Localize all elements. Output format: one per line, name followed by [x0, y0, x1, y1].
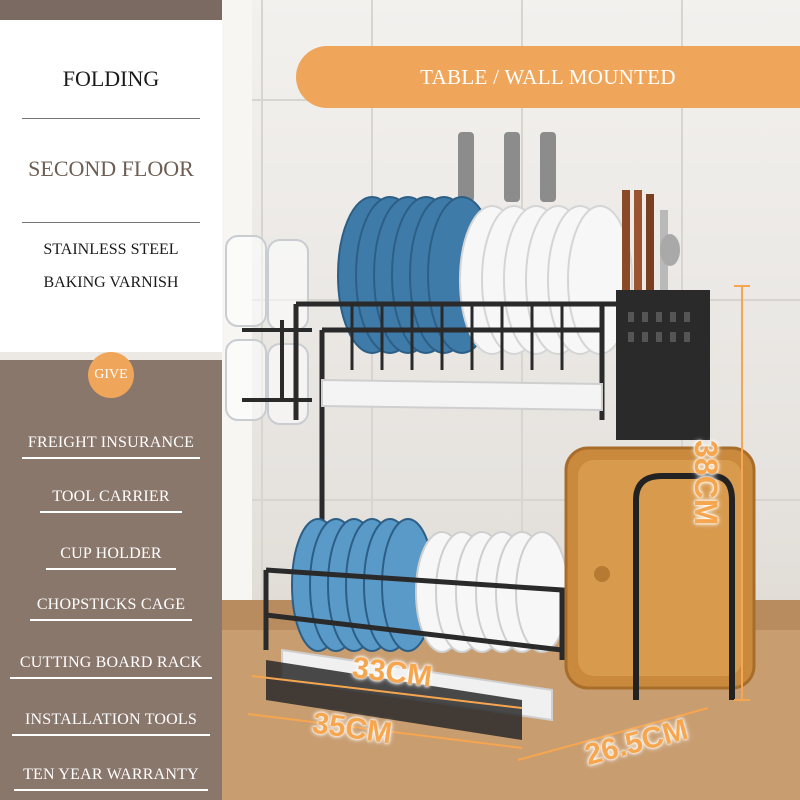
upper-drip-tray: [321, 378, 603, 412]
chopsticks: [622, 190, 680, 310]
dish-rack-illustration: [222, 0, 800, 800]
gift-underline: [30, 619, 192, 621]
cup-hooks: [242, 320, 312, 402]
gift-item: CUTTING BOARD RACK: [19, 654, 203, 671]
gift-underline: [10, 677, 212, 679]
gift-item: CUP HOLDER: [60, 545, 162, 562]
board-holder: [633, 473, 735, 700]
gift-panel: [0, 360, 222, 800]
divider: [22, 118, 200, 119]
lower-white-plates: [415, 531, 569, 653]
feature-folding: FOLDING: [62, 66, 160, 91]
gift-underline: [12, 734, 210, 736]
gift-underline: [22, 457, 200, 459]
cutting-board: [564, 446, 756, 690]
knives: [458, 132, 556, 202]
divider: [22, 222, 200, 223]
gift-underline: [40, 511, 182, 513]
base-frame: [266, 660, 522, 740]
upper-white-plates: [459, 205, 633, 355]
gift-item: TEN YEAR WARRANTY: [23, 766, 199, 783]
feature-panel: FOLDING SECOND FLOOR STAINLESS STEEL BAK…: [0, 0, 222, 352]
dimension-lines: [247, 285, 750, 761]
upper-rack-bars: [350, 304, 564, 370]
feature-material-line1: STAINLESS STEEL: [43, 241, 179, 258]
gift-item: TOOL CARRIER: [52, 488, 170, 505]
mount-type-badge: TABLE / WALL MOUNTED: [296, 46, 800, 108]
gift-underline: [14, 789, 208, 791]
gift-item: CHOPSTICKS CAGE: [36, 596, 186, 613]
height-dimension-label: 38CM: [688, 440, 724, 526]
lower-rack-frame: [263, 567, 565, 660]
gift-underline: [46, 568, 176, 570]
product-photo: [222, 0, 800, 800]
give-badge: GIVE: [88, 352, 134, 398]
gift-item: INSTALLATION TOOLS: [25, 711, 197, 728]
gift-item: FREIGHT INSURANCE: [27, 434, 195, 451]
feature-material-line2: BAKING VARNISH: [43, 274, 179, 291]
feature-second-floor: SECOND FLOOR: [28, 156, 194, 181]
